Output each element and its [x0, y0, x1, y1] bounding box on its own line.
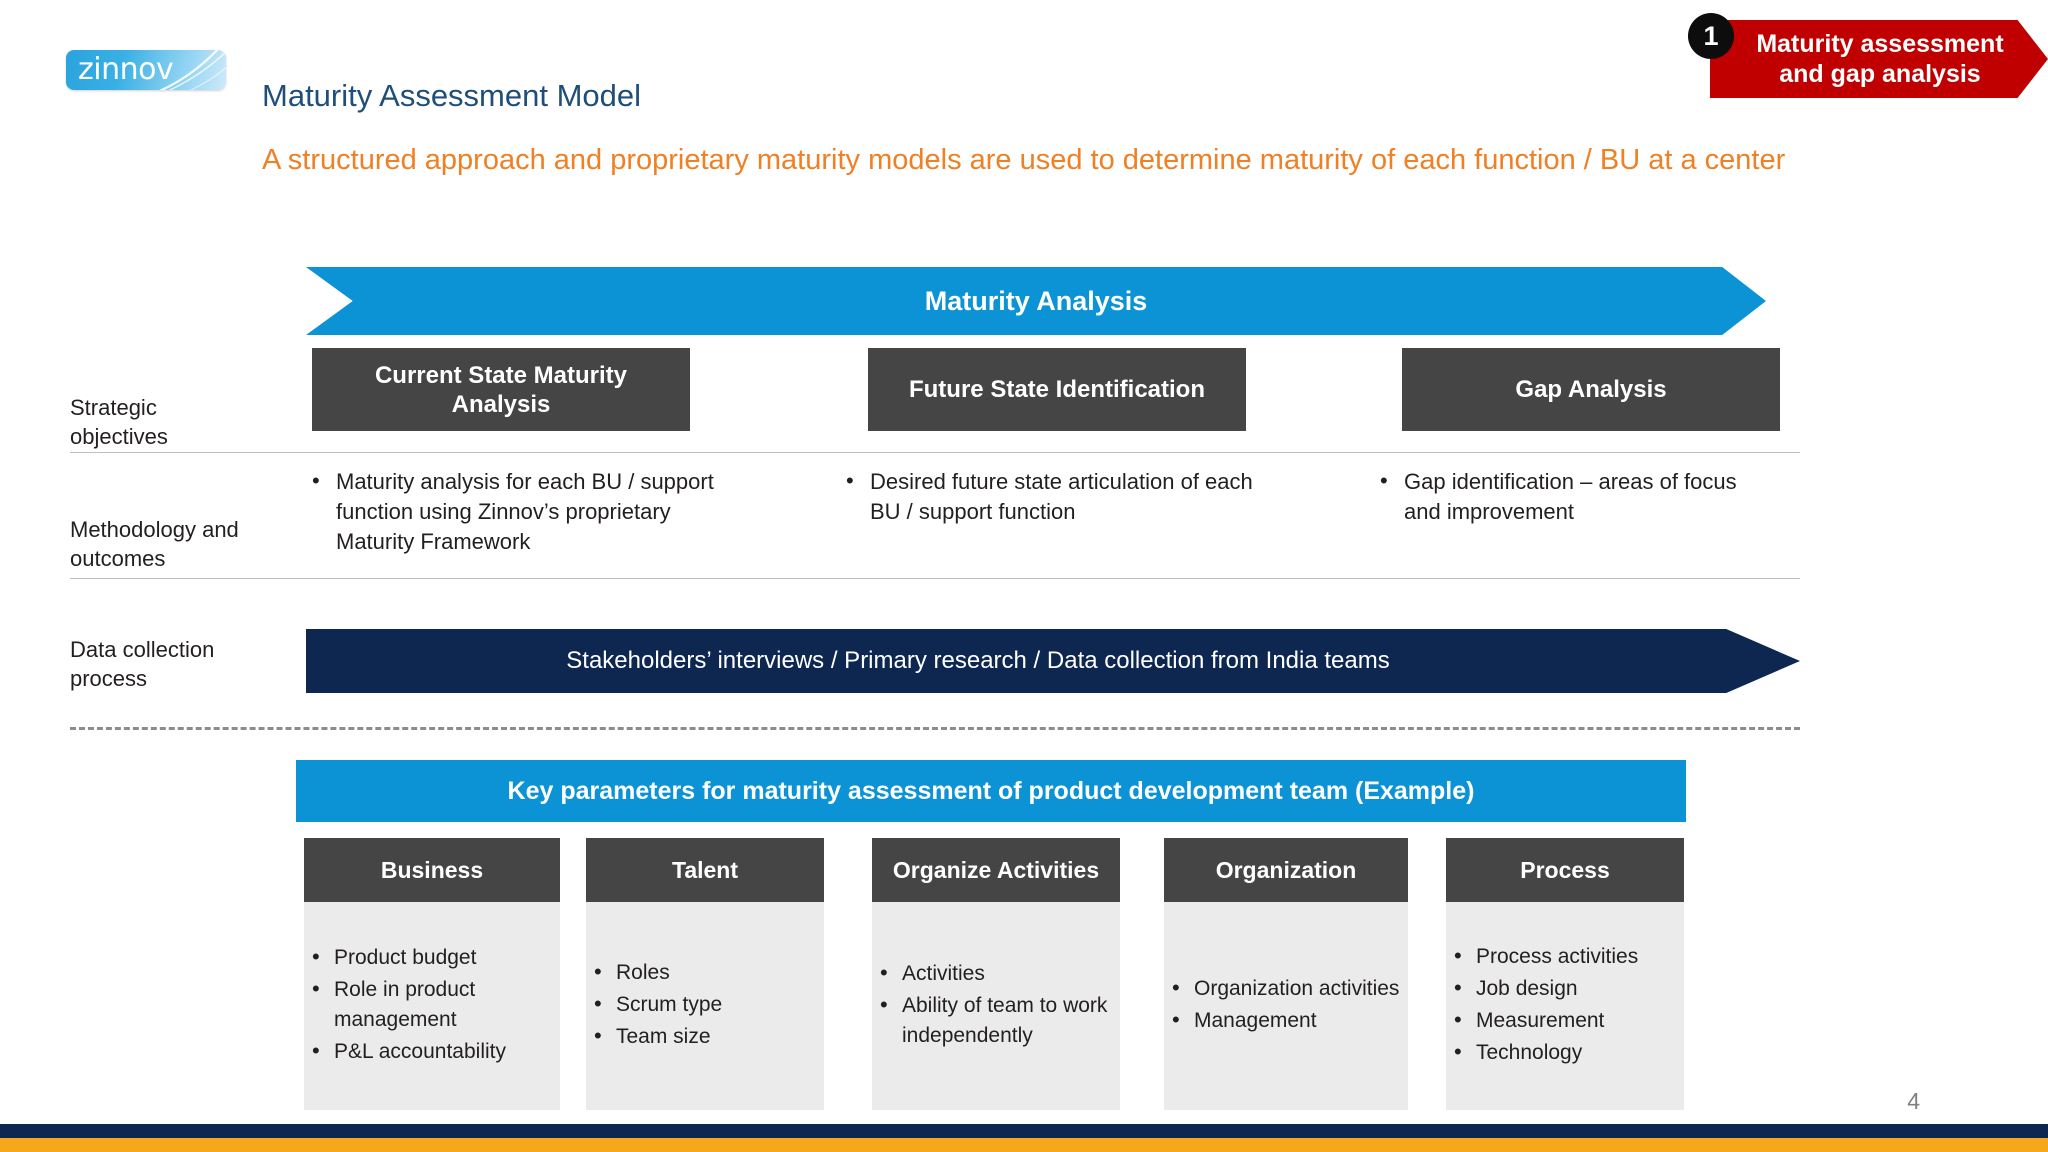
section-badge-number: 1: [1688, 13, 1734, 59]
param-column-business: Business Product budget Role in product …: [304, 838, 560, 1110]
list-item: Activities: [876, 958, 1116, 989]
footer-orange-bar: [0, 1138, 2048, 1152]
list-item: Role in product management: [308, 974, 556, 1035]
list-item: Product budget: [308, 942, 556, 973]
dashed-divider: [70, 727, 1800, 730]
param-bullet-list: Activities Ability of team to work indep…: [876, 958, 1116, 1053]
param-body: Activities Ability of team to work indep…: [872, 902, 1120, 1110]
param-column-process: Process Process activities Job design Me…: [1446, 838, 1684, 1110]
data-collection-arrow: Stakeholders’ interviews / Primary resea…: [306, 629, 1800, 693]
param-header: Organization: [1164, 838, 1408, 902]
phase-label: Future State Identification: [908, 376, 1205, 403]
methodology-column-1: Maturity analysis for each BU / support …: [308, 466, 728, 559]
param-bullet-list: Organization activities Management: [1168, 973, 1399, 1038]
phase-label: Gap Analysis: [1515, 376, 1667, 403]
list-item: Measurement: [1450, 1005, 1638, 1036]
row-label-methodology: Methodology and outcomes: [70, 517, 239, 571]
phase-label: Current State Maturity Analysis: [374, 361, 628, 418]
swoosh-icon: [159, 50, 226, 90]
methodology-bullet-list: Gap identification – areas of focus and …: [1376, 466, 1776, 527]
data-collection-label: Stakeholders’ interviews / Primary resea…: [566, 647, 1390, 674]
list-item: P&L accountability: [308, 1036, 556, 1067]
param-column-organize-activities: Organize Activities Activities Ability o…: [872, 838, 1120, 1110]
list-item: Desired future state articulation of eac…: [842, 466, 1272, 527]
param-header: Process: [1446, 838, 1684, 902]
list-item: Roles: [590, 957, 722, 988]
page-subtitle: A structured approach and proprietary ma…: [262, 144, 1786, 176]
param-column-talent: Talent Roles Scrum type Team size: [586, 838, 824, 1110]
param-bullet-list: Roles Scrum type Team size: [590, 957, 722, 1054]
param-header-label: Organize Activities: [892, 857, 1100, 883]
row-label-strategic-objectives: Strategic objectives: [70, 395, 168, 449]
methodology-bullet-list: Desired future state articulation of eac…: [842, 466, 1272, 527]
phase-box-future-state: Future State Identification: [868, 348, 1246, 431]
param-header-label: Organization: [1215, 857, 1357, 883]
key-parameters-label: Key parameters for maturity assessment o…: [507, 776, 1475, 805]
section-badge: Maturity assessment and gap analysis 1: [1688, 13, 2048, 98]
row-label-data-collection: Data collection process: [70, 637, 215, 691]
section-badge-arrow: Maturity assessment and gap analysis: [1710, 20, 2048, 98]
param-body: Product budget Role in product managemen…: [304, 902, 560, 1110]
list-item: Process activities: [1450, 941, 1638, 972]
divider-methodology: [70, 578, 1800, 579]
methodology-column-3: Gap identification – areas of focus and …: [1376, 466, 1776, 529]
param-body: Organization activities Management: [1164, 902, 1408, 1110]
list-item: Scrum type: [590, 989, 722, 1020]
key-parameters-banner: Key parameters for maturity assessment o…: [296, 760, 1686, 822]
methodology-column-2: Desired future state articulation of eac…: [842, 466, 1272, 529]
param-column-organization: Organization Organization activities Man…: [1164, 838, 1408, 1110]
param-body: Process activities Job design Measuremen…: [1446, 902, 1684, 1110]
param-bullet-list: Product budget Role in product managemen…: [308, 942, 556, 1069]
list-item: Gap identification – areas of focus and …: [1376, 466, 1776, 527]
footer-navy-bar: [0, 1124, 2048, 1138]
list-item: Organization activities: [1168, 973, 1399, 1004]
divider-strategic-objectives: [70, 452, 1800, 453]
section-badge-label: Maturity assessment and gap analysis: [1756, 30, 2004, 88]
list-item: Technology: [1450, 1037, 1638, 1068]
list-item: Job design: [1450, 973, 1638, 1004]
list-item: Ability of team to work independently: [876, 990, 1116, 1051]
param-header-label: Talent: [671, 857, 739, 883]
param-header: Talent: [586, 838, 824, 902]
param-body: Roles Scrum type Team size: [586, 902, 824, 1110]
maturity-analysis-label: Maturity Analysis: [924, 285, 1148, 316]
param-header: Business: [304, 838, 560, 902]
list-item: Team size: [590, 1021, 722, 1052]
maturity-analysis-banner: Maturity Analysis: [306, 267, 1766, 335]
page-title: Maturity Assessment Model: [262, 78, 642, 113]
param-header-label: Business: [380, 857, 484, 883]
list-item: Management: [1168, 1005, 1399, 1036]
param-bullet-list: Process activities Job design Measuremen…: [1450, 941, 1638, 1070]
zinnov-logo: zinnov: [66, 50, 226, 90]
methodology-bullet-list: Maturity analysis for each BU / support …: [308, 466, 728, 557]
param-header: Organize Activities: [872, 838, 1120, 902]
param-header-label: Process: [1520, 857, 1610, 883]
logo-wordmark: zinnov: [78, 52, 174, 87]
phase-box-current-state: Current State Maturity Analysis: [312, 348, 690, 431]
phase-box-gap-analysis: Gap Analysis: [1402, 348, 1780, 431]
page-number: 4: [1907, 1088, 1920, 1114]
list-item: Maturity analysis for each BU / support …: [308, 466, 728, 557]
